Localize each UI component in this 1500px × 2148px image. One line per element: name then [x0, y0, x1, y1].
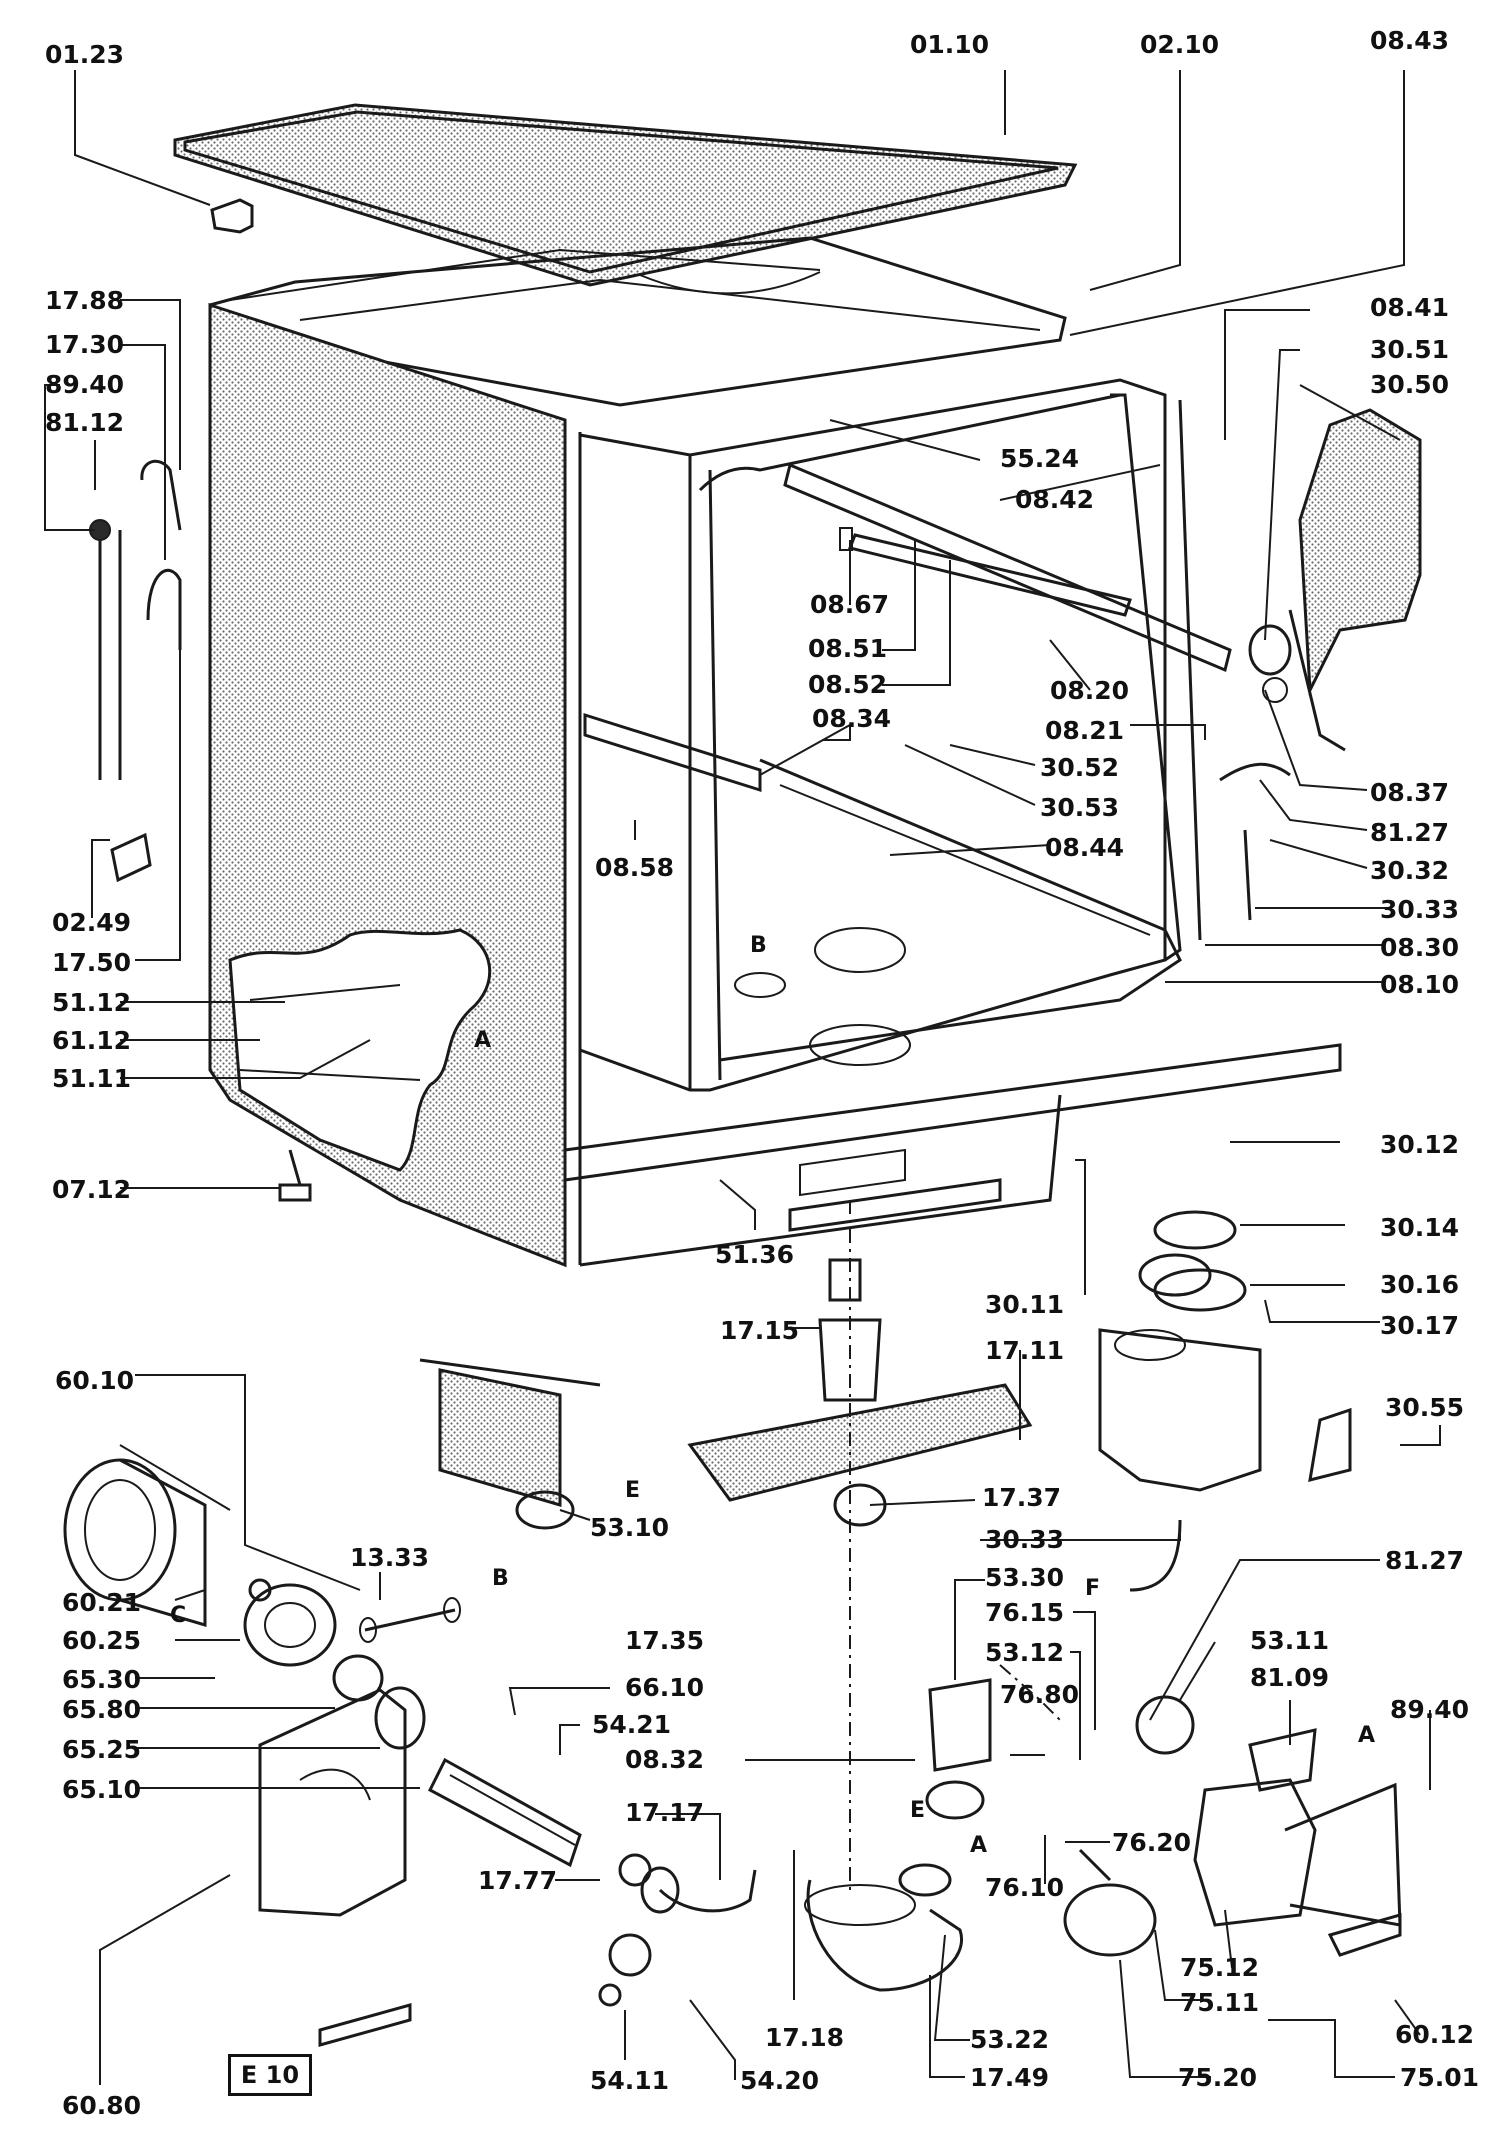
part-label-54-21: 54.21 — [592, 1710, 672, 1739]
part-label-30-14: 30.14 — [1380, 1213, 1460, 1242]
part-label-60-21: 60.21 — [62, 1588, 142, 1617]
marker-b-tub: B — [750, 933, 767, 958]
frame-badge: E 10 — [228, 2054, 312, 2096]
part-label-17-30: 17.30 — [45, 330, 125, 359]
part-label-30-33b: 30.33 — [985, 1525, 1065, 1554]
part-label-60-10: 60.10 — [55, 1366, 135, 1395]
part-label-08-30: 08.30 — [1380, 933, 1460, 962]
part-label-53-10: 53.10 — [590, 1513, 670, 1542]
part-label-07-12: 07.12 — [52, 1175, 132, 1204]
part-label-08-52: 08.52 — [808, 670, 888, 699]
part-label-08-67: 08.67 — [810, 590, 890, 619]
part-label-30-11: 30.11 — [985, 1290, 1065, 1319]
part-label-61-12: 61.12 — [52, 1026, 132, 1055]
part-label-08-34: 08.34 — [812, 704, 892, 733]
part-label-60-80: 60.80 — [62, 2091, 142, 2120]
part-label-08-20: 08.20 — [1050, 676, 1130, 705]
part-label-75-01: 75.01 — [1400, 2063, 1480, 2092]
part-label-76-20: 76.20 — [1112, 1828, 1192, 1857]
part-label-17-50: 17.50 — [52, 948, 132, 977]
part-label-65-80: 65.80 — [62, 1695, 142, 1724]
part-label-76-15: 76.15 — [985, 1598, 1065, 1627]
part-label-08-10: 08.10 — [1380, 970, 1460, 999]
marker-e-bracket: E — [625, 1478, 641, 1503]
part-label-17-17: 17.17 — [625, 1798, 705, 1827]
part-label-66-10: 66.10 — [625, 1673, 705, 1702]
part-label-51-12: 51.12 — [52, 988, 132, 1017]
part-label-08-43: 08.43 — [1370, 26, 1450, 55]
marker-a-valve: A — [970, 1833, 988, 1858]
part-label-81-27b: 81.27 — [1385, 1546, 1465, 1575]
part-label-01-23: 01.23 — [45, 40, 125, 69]
part-label-76-80: 76.80 — [1000, 1680, 1080, 1709]
part-label-81-27a: 81.27 — [1370, 818, 1450, 847]
marker-a-cabinet: A — [474, 1028, 492, 1053]
part-label-60-25: 60.25 — [62, 1626, 142, 1655]
marker-b-hose: B — [492, 1566, 509, 1591]
part-label-89-40a: 89.40 — [45, 370, 125, 399]
part-label-81-12: 81.12 — [45, 408, 125, 437]
part-label-17-18: 17.18 — [765, 2023, 845, 2052]
part-label-53-11: 53.11 — [1250, 1626, 1330, 1655]
part-label-54-20: 54.20 — [740, 2066, 820, 2095]
part-label-65-25: 65.25 — [62, 1735, 142, 1764]
part-label-30-51: 30.51 — [1370, 335, 1450, 364]
marker-f-hose: F — [1085, 1576, 1101, 1601]
cabinet-drawing — [89, 103, 1422, 1268]
part-label-53-30: 53.30 — [985, 1563, 1065, 1592]
part-label-17-15: 17.15 — [720, 1316, 800, 1345]
marker-e-valve: E — [910, 1798, 926, 1823]
part-label-30-53: 30.53 — [1040, 793, 1120, 822]
part-label-02-49: 02.49 — [52, 908, 132, 937]
part-label-30-16: 30.16 — [1380, 1270, 1460, 1299]
leader-lines — [44, 70, 1441, 2085]
part-label-60-12: 60.12 — [1395, 2020, 1475, 2049]
part-label-13-33: 13.33 — [350, 1543, 430, 1572]
part-label-75-12: 75.12 — [1180, 1953, 1260, 1982]
part-label-01-10: 01.10 — [910, 30, 990, 59]
part-label-30-55: 30.55 — [1385, 1393, 1465, 1422]
part-label-02-10: 02.10 — [1140, 30, 1220, 59]
part-label-76-10: 76.10 — [985, 1873, 1065, 1902]
part-label-30-33a: 30.33 — [1380, 895, 1460, 924]
part-label-81-09: 81.09 — [1250, 1663, 1330, 1692]
part-label-51-11: 51.11 — [52, 1064, 132, 1093]
part-label-08-58: 08.58 — [595, 853, 675, 882]
part-label-53-22: 53.22 — [970, 2025, 1050, 2054]
marker-c-pump: C — [170, 1603, 187, 1628]
part-label-08-32: 08.32 — [625, 1745, 705, 1774]
part-label-08-51: 08.51 — [808, 634, 888, 663]
part-label-75-11: 75.11 — [1180, 1988, 1260, 2017]
part-label-08-21: 08.21 — [1045, 716, 1125, 745]
part-label-08-42: 08.42 — [1015, 485, 1095, 514]
part-label-17-88: 17.88 — [45, 286, 125, 315]
part-label-17-37: 17.37 — [982, 1483, 1062, 1512]
part-label-08-37: 08.37 — [1370, 778, 1450, 807]
part-label-17-35: 17.35 — [625, 1626, 705, 1655]
part-label-75-20: 75.20 — [1178, 2063, 1258, 2092]
part-label-30-50: 30.50 — [1370, 370, 1450, 399]
part-label-54-11: 54.11 — [590, 2066, 670, 2095]
part-label-17-49: 17.49 — [970, 2063, 1050, 2092]
part-label-89-40b: 89.40 — [1390, 1695, 1470, 1724]
lower-assemblies-drawing — [63, 1200, 1402, 2047]
part-label-30-12: 30.12 — [1380, 1130, 1460, 1159]
part-label-53-12: 53.12 — [985, 1638, 1065, 1667]
part-label-17-77: 17.77 — [478, 1866, 558, 1895]
part-label-55-24: 55.24 — [1000, 444, 1080, 473]
part-label-51-36: 51.36 — [715, 1240, 795, 1269]
part-label-30-32: 30.32 — [1370, 856, 1450, 885]
part-label-30-52: 30.52 — [1040, 753, 1120, 782]
part-label-17-11: 17.11 — [985, 1336, 1065, 1365]
part-label-65-30: 65.30 — [62, 1665, 142, 1694]
part-label-30-17: 30.17 — [1380, 1311, 1460, 1340]
marker-a-inlet: A — [1358, 1723, 1376, 1748]
part-label-08-44: 08.44 — [1045, 833, 1125, 862]
part-label-65-10: 65.10 — [62, 1775, 142, 1804]
part-label-08-41: 08.41 — [1370, 293, 1450, 322]
